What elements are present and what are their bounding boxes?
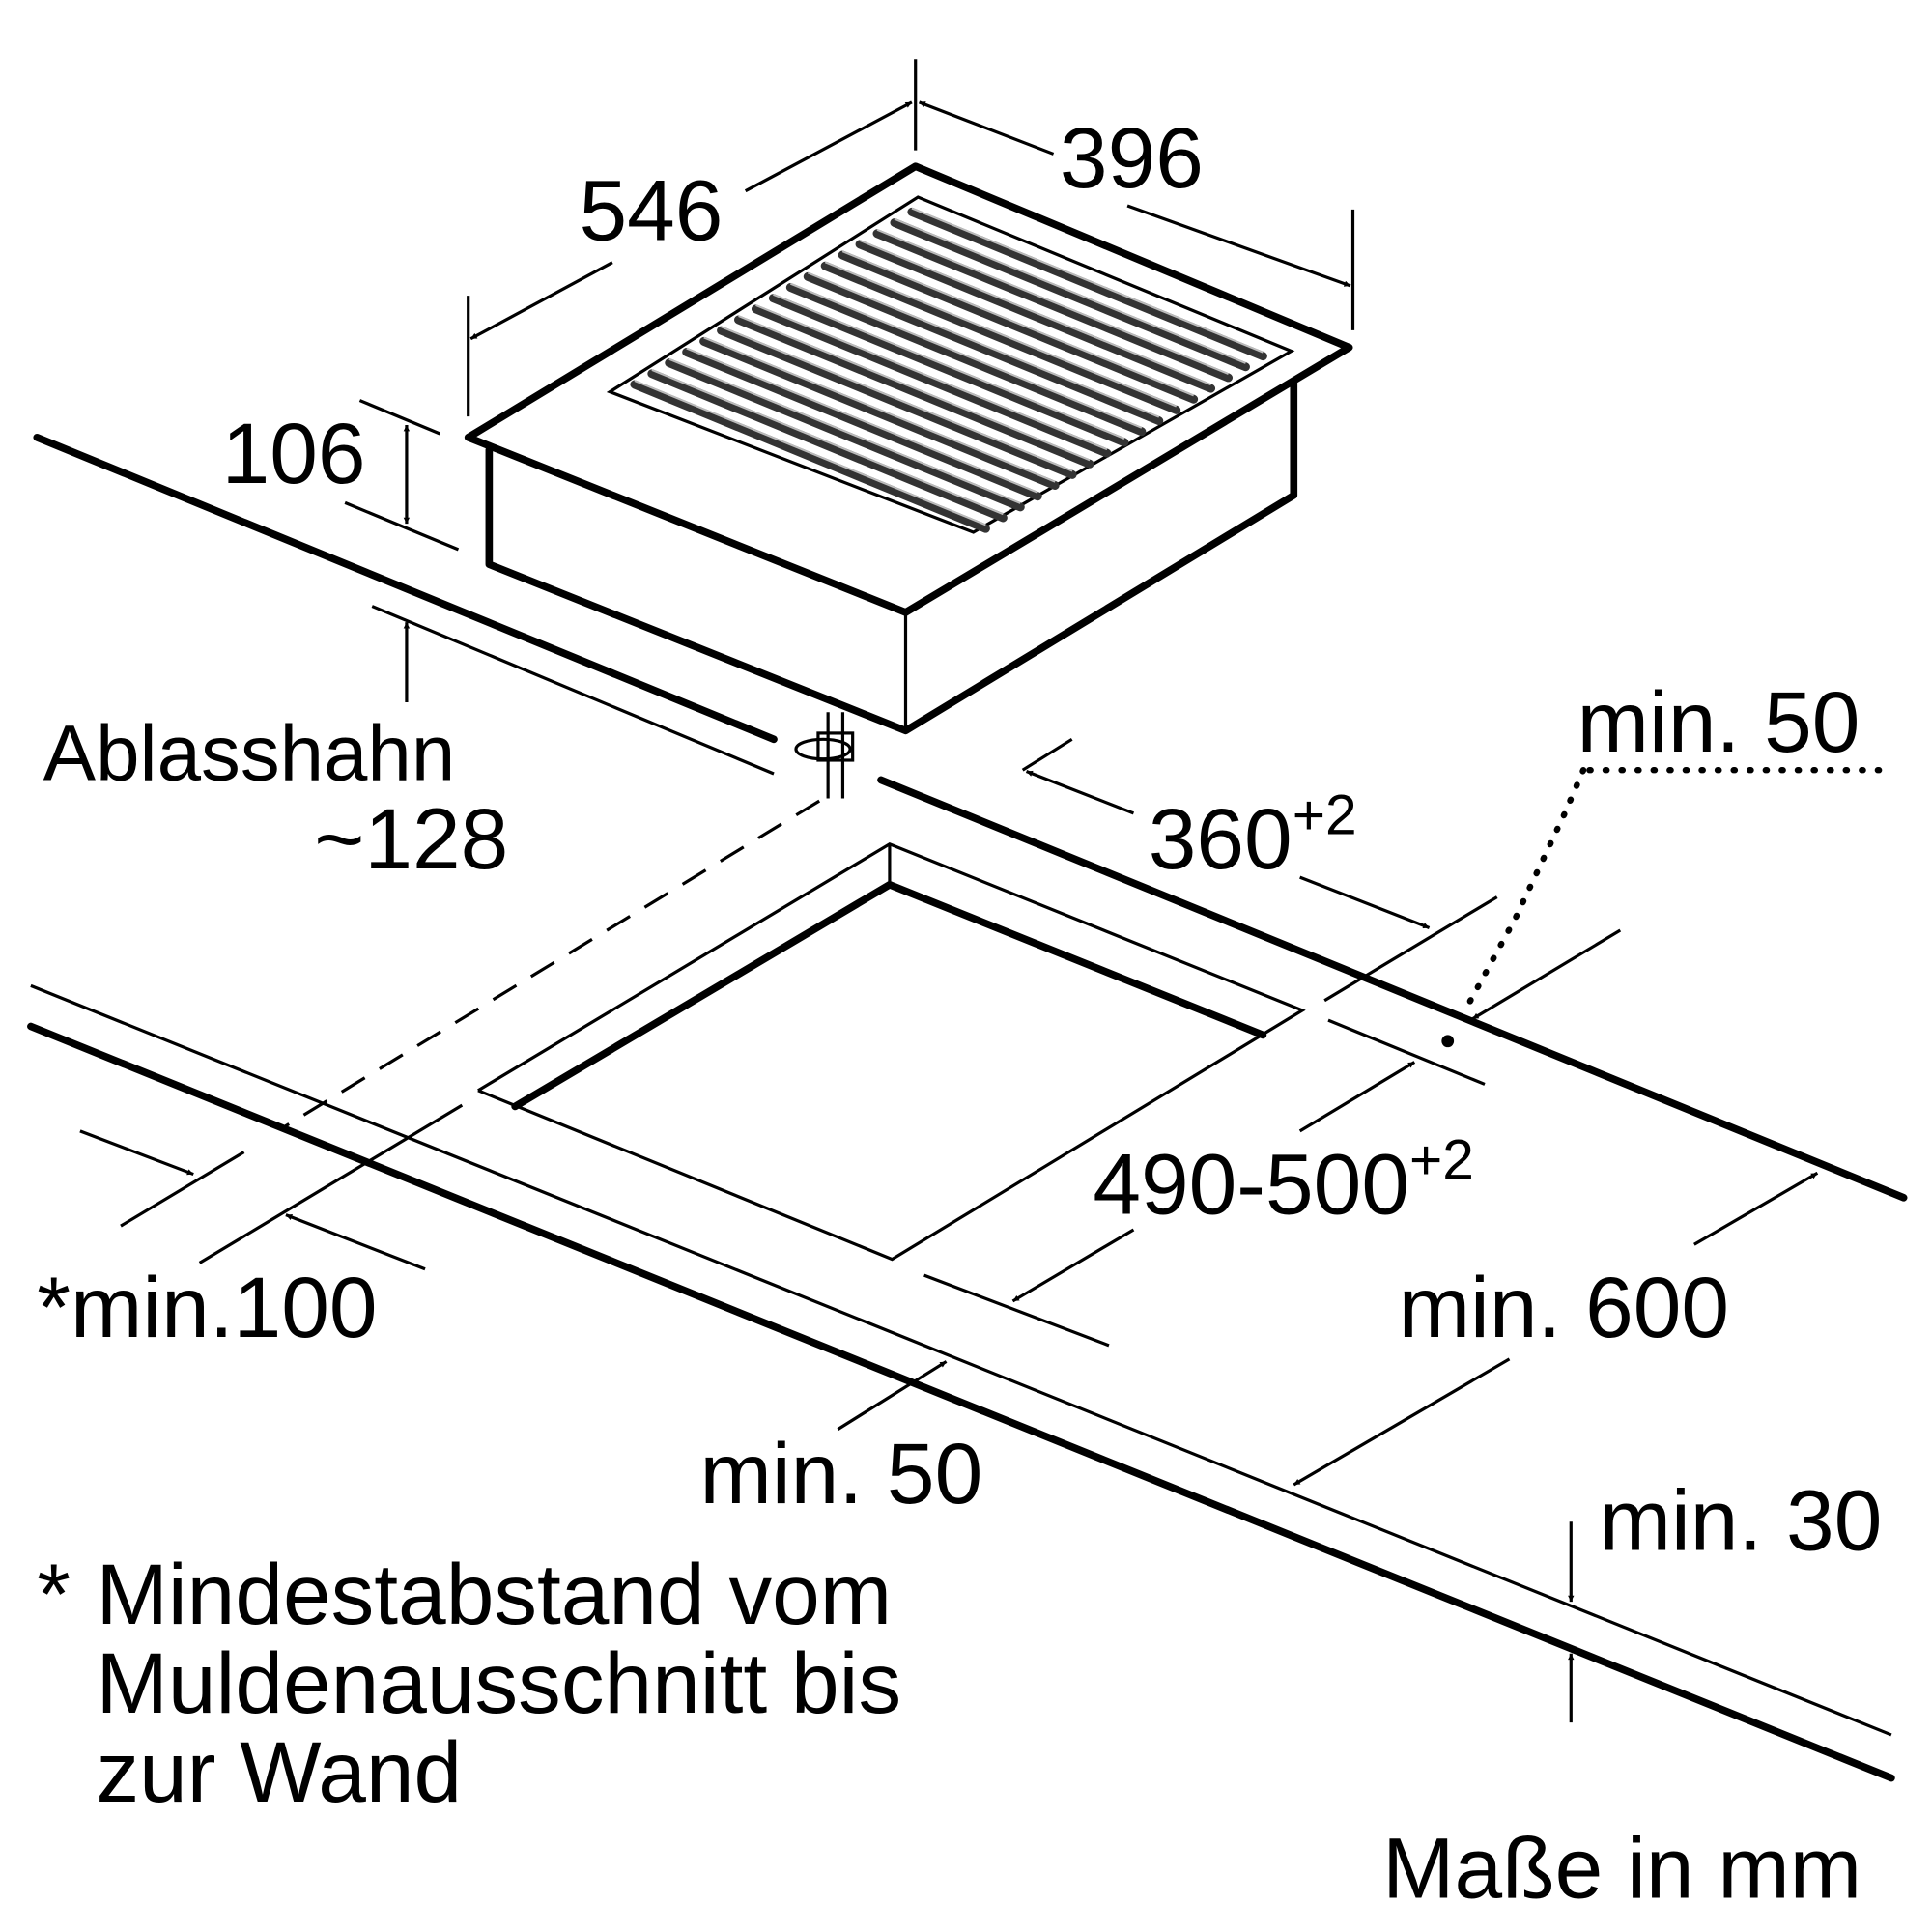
grill-bar	[841, 250, 1195, 397]
grill-bar	[686, 347, 1038, 494]
grill-bar	[807, 271, 1160, 418]
grill-bar	[785, 283, 1147, 437]
grill-bar	[773, 293, 1125, 440]
dimension-width-label: 546	[579, 162, 723, 259]
dimension-lines	[79, 59, 1883, 1723]
drain-tap-label: Ablasshahn	[43, 709, 456, 797]
grill-bar	[768, 294, 1129, 447]
grill-bar	[630, 380, 990, 533]
grill-bar	[911, 207, 1264, 354]
min-50-front-label: min. 50	[699, 1425, 982, 1521]
grill-bar	[876, 228, 1229, 376]
min-600-label: min. 600	[1399, 1259, 1729, 1355]
grill-bar	[751, 304, 1112, 458]
min-30-label: min. 30	[1600, 1472, 1883, 1569]
units-note: Maße in mm	[1382, 1819, 1861, 1916]
grill-bar	[872, 229, 1233, 383]
grill-bar	[803, 271, 1164, 426]
grill-bar	[855, 240, 1216, 393]
footnote-marker: *	[37, 1546, 71, 1642]
grill-bar	[890, 218, 1250, 372]
countertop	[27, 433, 1908, 1782]
cutout-360-label: 360+2	[1149, 784, 1357, 888]
grill-bar	[647, 369, 1008, 523]
grill-bar	[859, 240, 1211, 386]
drain-tap-value: ~128	[314, 790, 508, 887]
footnote-line: Mindestabstand vom	[96, 1546, 892, 1642]
grill-bar	[907, 207, 1267, 361]
grill-bar	[717, 326, 1077, 479]
grill-bar	[682, 348, 1042, 501]
grill-bar	[703, 336, 1056, 483]
worktop-cutout	[477, 841, 1306, 1262]
grill-bar	[738, 315, 1091, 462]
footnote-line: zur Wand	[96, 1723, 462, 1820]
dimension-depth-label: 396	[1060, 109, 1204, 206]
dimension-height-label: 106	[222, 405, 366, 501]
grill-bar	[721, 326, 1073, 472]
grill-bar	[734, 315, 1094, 469]
grill-bar	[824, 261, 1178, 408]
grill-bar	[820, 261, 1181, 414]
grill-bar	[668, 357, 1021, 504]
cutout-490-500-label: 490-500+2	[1093, 1129, 1474, 1233]
grill-appliance	[464, 162, 1353, 799]
min-100-wall-label: *min.100	[37, 1259, 377, 1355]
grill-bar	[894, 217, 1246, 364]
grill-bar	[665, 358, 1025, 512]
footnote: * Mindestabstand vom Muldenausschnitt bi…	[37, 1546, 901, 1820]
grill-bar	[651, 369, 1004, 516]
grill-bar	[755, 304, 1108, 451]
min-50-right-label: min. 50	[1577, 673, 1861, 770]
drain-tap-icon	[794, 712, 855, 799]
grill-bar	[789, 282, 1143, 429]
grill-bar	[634, 380, 986, 526]
grill-bar	[838, 250, 1199, 404]
footnote-line: Muldenausschnitt bis	[96, 1634, 901, 1731]
grill-bar	[699, 336, 1060, 491]
grill-grate	[630, 207, 1267, 533]
